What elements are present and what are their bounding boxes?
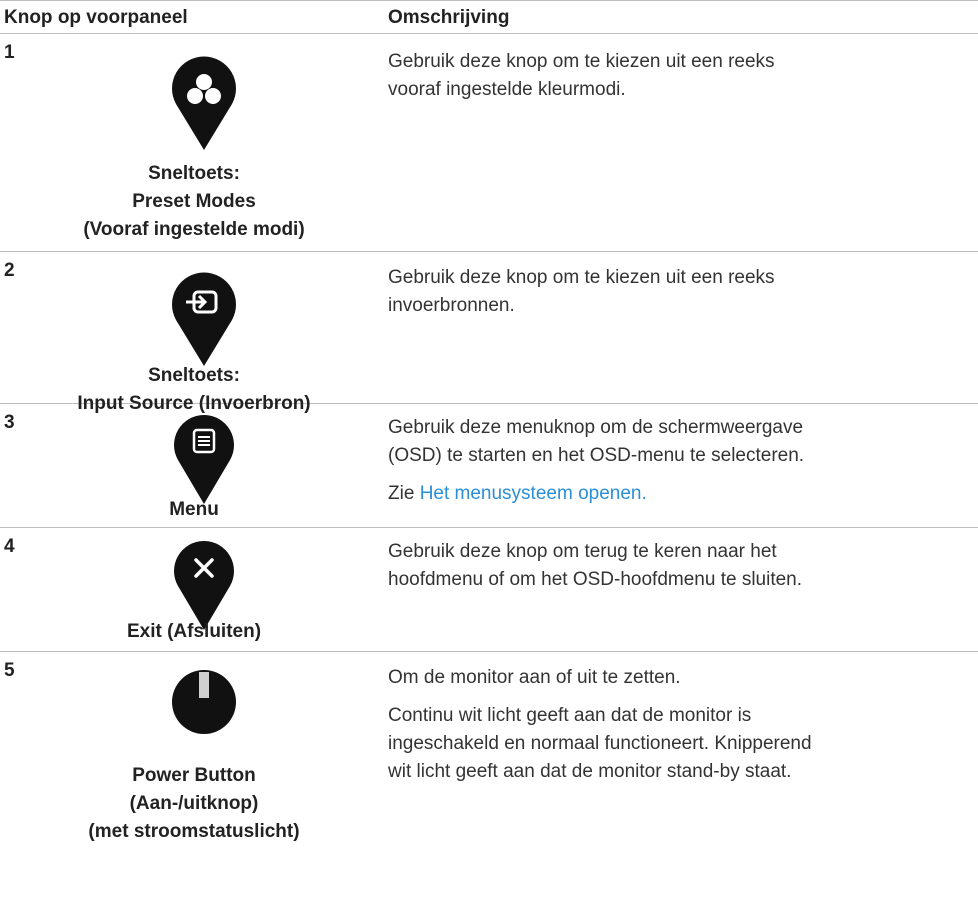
desc-line: Continu wit licht geeft aan dat de monit… (388, 705, 752, 726)
table-row-5: 5 Power Button (Aan-/uitknop) (met stroo… (0, 652, 978, 909)
header-col-button: Knop op voorpaneel (4, 7, 188, 28)
desc-line: Gebruik deze knop om te kiezen uit een r… (388, 267, 775, 288)
table-header: Knop op voorpaneel Omschrijving (0, 0, 978, 34)
label-line: Sneltoets: (148, 163, 240, 184)
row-number: 4 (4, 536, 15, 557)
row-number: 3 (4, 412, 15, 433)
preset-modes-icon[interactable] (164, 46, 244, 161)
desc-line: Gebruik deze knop om terug te keren naar… (388, 541, 777, 562)
row-label: Exit (Afsluiten) (0, 618, 388, 646)
desc-prefix: Zie (388, 483, 420, 504)
row-label: Power Button (Aan-/uitknop) (met strooms… (0, 762, 388, 846)
row-number: 1 (4, 42, 15, 63)
label-line: Sneltoets: (148, 365, 240, 386)
input-source-icon[interactable] (164, 262, 244, 377)
row-description: Om de monitor aan of uit te zetten. Cont… (388, 664, 968, 796)
row-number: 2 (4, 260, 15, 281)
row-label: Menu (0, 496, 388, 524)
table-row-1: 1 Sneltoets: Preset Modes (Vooraf ingest… (0, 34, 978, 252)
row-description: Gebruik deze menuknop om de schermweerga… (388, 414, 968, 518)
row-label: Sneltoets: Input Source (Invoerbron) (0, 362, 388, 418)
desc-line: Gebruik deze menuknop om de schermweerga… (388, 417, 804, 438)
header-col-description: Omschrijving (388, 7, 510, 28)
label-line: Preset Modes (132, 191, 256, 212)
table-row-3: 3 Menu Gebruik deze menuknop om de scher… (0, 404, 978, 528)
label-line: Menu (169, 499, 219, 520)
desc-line: Om de monitor aan of uit te zetten. (388, 667, 681, 688)
power-icon[interactable] (164, 664, 244, 749)
desc-line: ingeschakeld en normaal functioneert. Kn… (388, 733, 812, 754)
label-line: Input Source (Invoerbron) (77, 393, 311, 414)
desc-line: wit licht geeft aan dat de monitor stand… (388, 761, 792, 782)
label-line: (Vooraf ingestelde modi) (83, 219, 305, 240)
table-row-4: 4 Exit (Afsluiten) Gebruik deze knop om … (0, 528, 978, 652)
row-label: Sneltoets: Preset Modes (Vooraf ingestel… (0, 160, 388, 244)
desc-line: Gebruik deze knop om te kiezen uit een r… (388, 51, 775, 72)
desc-line: (OSD) te starten en het OSD-menu te sele… (388, 445, 805, 466)
label-line: (met stroomstatuslicht) (88, 821, 300, 842)
label-line: Power Button (132, 765, 256, 786)
row-number: 5 (4, 660, 15, 681)
row-description: Gebruik deze knop om te kiezen uit een r… (388, 48, 968, 114)
menu-system-link[interactable]: Het menusysteem openen. (419, 483, 647, 504)
desc-line: hoofdmenu of om het OSD-hoofdmenu te slu… (388, 569, 803, 590)
close-icon[interactable] (164, 534, 244, 639)
desc-line: invoerbronnen. (388, 295, 515, 316)
table-row-2: 2 Sneltoets: Input Source (Invoerbron) G… (0, 252, 978, 414)
menu-icon[interactable] (164, 408, 244, 513)
label-line: Exit (Afsluiten) (126, 621, 262, 642)
row-description: Gebruik deze knop om terug te keren naar… (388, 538, 968, 604)
desc-line: vooraf ingestelde kleurmodi. (388, 79, 626, 100)
row-description: Gebruik deze knop om te kiezen uit een r… (388, 264, 968, 330)
label-line: (Aan-/uitknop) (129, 793, 259, 814)
